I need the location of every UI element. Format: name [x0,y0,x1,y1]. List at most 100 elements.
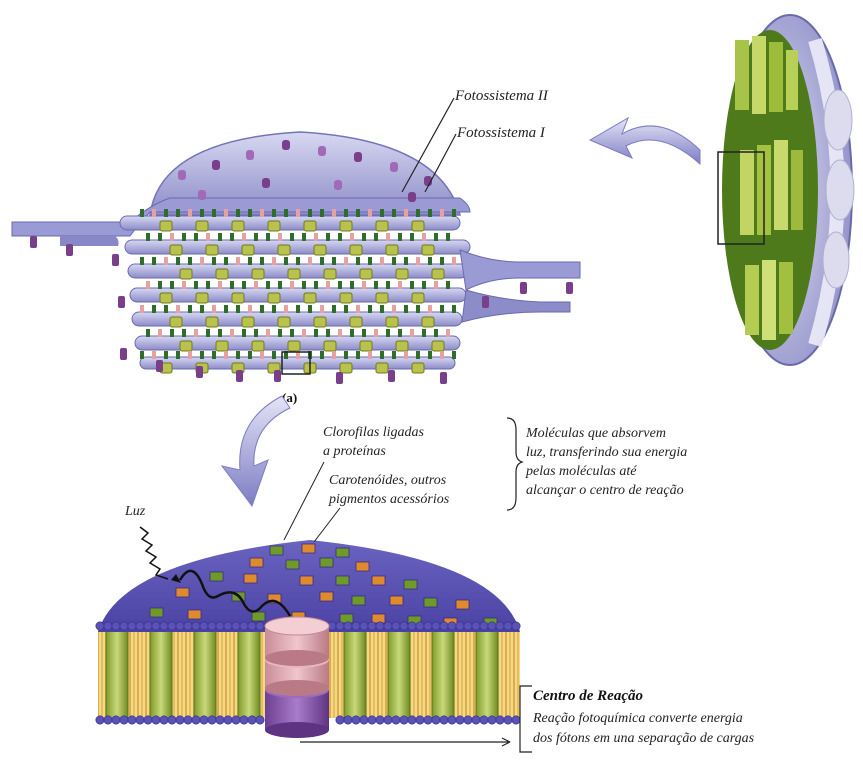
membrane-protein-mark [224,305,228,313]
carotenoid-pigment [300,576,313,585]
absorb-text-line1: Moléculas que absorvem [525,426,666,441]
photosystem-particle [252,341,264,351]
membrane-protein-mark [296,257,300,265]
membrane-protein-mark [266,233,270,241]
carotenoid-pigment [302,544,315,553]
membrane-protein-mark [440,305,444,313]
chlorophyll-pigment [320,558,333,567]
lipid-head [352,716,360,724]
lipid-head [96,622,104,630]
photosystem-particle [206,317,218,327]
membrane-protein-mark [236,351,240,359]
membrane-protein-mark [284,305,288,313]
zoom-arrow-lower [222,396,290,506]
thylakoid-stack [12,132,580,384]
membrane-protein-mark [350,281,354,289]
lipid-head [432,716,440,724]
membrane-protein-mark [404,209,408,217]
membrane-protein-mark [176,209,180,217]
lipid-head [208,716,216,724]
membrane-protein-mark [176,257,180,265]
membrane-protein-mark [332,209,336,217]
membrane-protein-mark [302,281,306,289]
membrane-protein-mark [206,281,210,289]
chlorophyll-pigment [270,546,283,555]
photosystem-particle [160,221,172,231]
stromal-protein [354,152,362,162]
lipid-head [464,716,472,724]
membrane-protein-mark [212,209,216,217]
membrane-protein-mark [344,351,348,359]
membrane-protein-mark [170,281,174,289]
lumen-protein [236,370,243,382]
membrane-protein-mark [404,305,408,313]
membrane-protein-mark [362,233,366,241]
membrane-protein-mark [332,351,336,359]
lipid-head [376,622,384,630]
carotenoid-pigment [372,576,385,585]
membrane-protein-mark [242,233,246,241]
lipid-head [96,716,104,724]
membrane-protein-mark [236,209,240,217]
membrane-protein-mark [272,257,276,265]
membrane-protein-mark [224,257,228,265]
lipid-head [240,716,248,724]
chlorophyll-pigment [352,596,365,605]
lumen-protein [156,360,163,372]
membrane-protein-mark [428,257,432,265]
photosystem-particle [432,269,444,279]
membrane-protein-mark [416,305,420,313]
photosystem-particle [268,221,280,231]
lipid-head [424,716,432,724]
membrane-protein-mark [200,257,204,265]
lipid-head [248,622,256,630]
membrane-protein-mark [146,281,150,289]
photosystem-particle [252,269,264,279]
membrane-protein-mark [146,233,150,241]
lipid-head [408,622,416,630]
membrane-protein-mark [302,233,306,241]
helix [106,624,128,720]
lipid-head [232,622,240,630]
lipid-head [216,622,224,630]
photosystem-particle [304,293,316,303]
membrane-protein-mark [368,209,372,217]
membrane-protein-mark [386,329,390,337]
membrane-protein-mark [182,281,186,289]
membrane-protein-mark [290,281,294,289]
membrane-protein-mark [248,257,252,265]
photosystem-section [96,527,520,738]
lipid-head [448,622,456,630]
lipid-head [472,622,480,630]
light-ray [140,527,168,579]
lumen-protein [482,296,489,308]
stromal-protein [318,146,326,156]
membrane-protein-mark [428,351,432,359]
centro-bracket [520,686,532,752]
lumen-protein [196,366,203,378]
chlorophyll-pigment [210,572,223,581]
membrane-protein-mark [266,329,270,337]
membrane-protein-mark [386,233,390,241]
membrane-protein-mark [284,209,288,217]
membrane-protein-mark [188,257,192,265]
membrane-protein-mark [164,305,168,313]
photosystem-particle [422,317,434,327]
membrane-protein-mark [230,329,234,337]
photosystem-particle [350,245,362,255]
lipid-head [400,716,408,724]
carotenoid-pigment [188,610,201,619]
membrane-protein-mark [140,257,144,265]
membrane-protein-mark [446,233,450,241]
membrane-protein-mark [278,281,282,289]
centro-text-line1: Reação fotoquímica converte energia [532,711,743,726]
photosystem-particle [432,341,444,351]
photosystem-particle [396,341,408,351]
lipid-head [344,622,352,630]
lipid-head [136,716,144,724]
membrane-protein-mark [446,281,450,289]
chloroplast-grana [735,36,803,340]
chlorophyll-pigment [336,548,349,557]
lipid-head [368,622,376,630]
photosystem-particle [412,221,424,231]
